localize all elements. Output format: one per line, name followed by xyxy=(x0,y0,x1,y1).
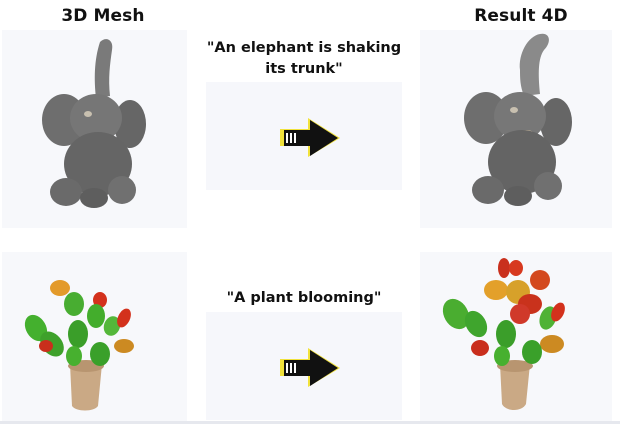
elephant-result-image xyxy=(464,33,572,206)
elephant-mesh-image xyxy=(42,39,146,208)
header-result-4d: Result 4D xyxy=(474,6,568,26)
right-arrow-icon xyxy=(280,118,340,157)
right-arrow-icon xyxy=(280,348,340,387)
prompt-elephant: "An elephant is shaking its trunk" xyxy=(206,40,402,77)
bottom-divider xyxy=(0,421,620,424)
plant-result-image xyxy=(442,258,565,410)
header-3d-mesh: 3D Mesh xyxy=(61,6,145,26)
prompt-plant: "A plant blooming" xyxy=(226,290,382,306)
plant-mesh-image xyxy=(24,280,134,411)
